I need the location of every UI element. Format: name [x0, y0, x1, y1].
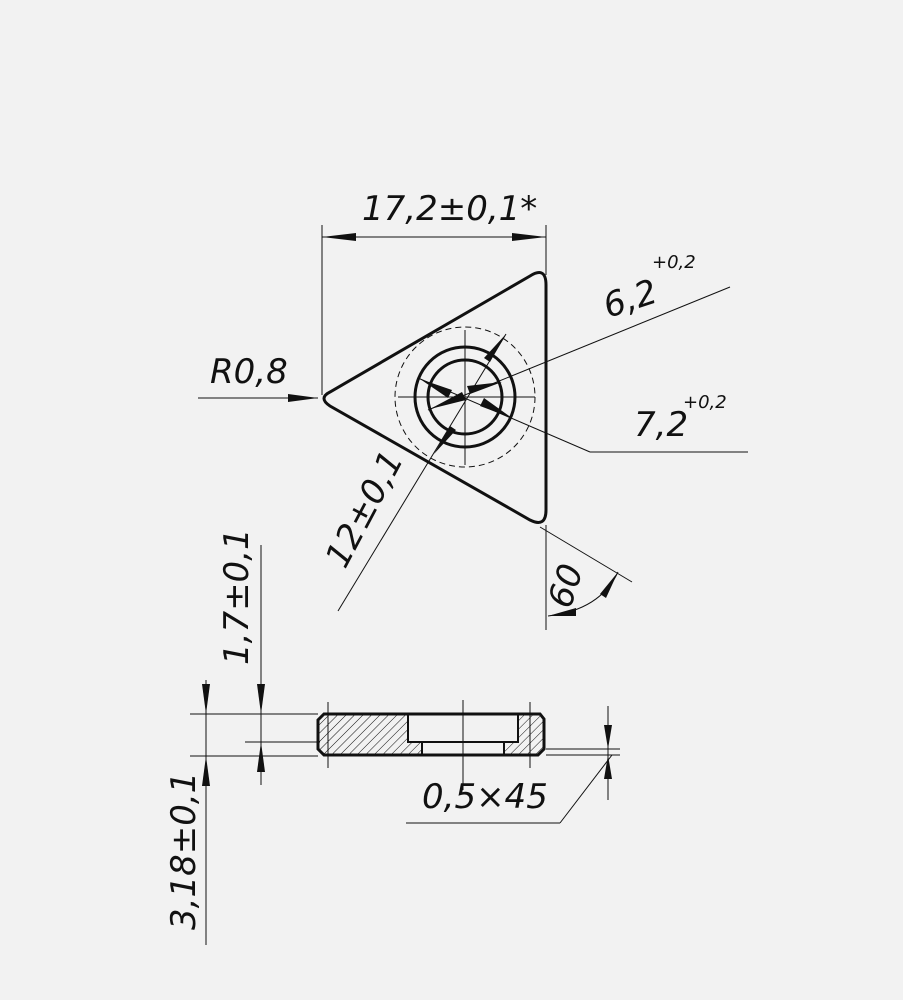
dim-chamfer: 0,5×45 — [406, 706, 620, 824]
thickness-label: 3,18±0,1 — [164, 772, 204, 930]
radius-label: R0,8 — [210, 352, 288, 392]
hatched-section-right — [503, 713, 545, 756]
dim-counterbore: 7,2 +0,2 — [417, 377, 748, 453]
angle-label: 60 — [541, 559, 592, 613]
section-view: 1,7±0,1 3,18±0,1 0,5×45 — [164, 528, 620, 945]
inscribed-label: 12±0,1 — [318, 444, 412, 574]
width-label: 17,2±0,1* — [362, 189, 537, 229]
chamfer-label: 0,5×45 — [422, 777, 548, 817]
dim-thickness: 3,18±0,1 — [164, 680, 210, 945]
dim-inscribed: 12±0,1 — [318, 333, 507, 612]
top-view: 17,2±0,1* R0,8 6,2 +0,2 7,2 +0,2 — [198, 189, 748, 630]
step-label: 1,7±0,1 — [217, 528, 257, 665]
counterbore-label: 7,2 — [634, 405, 688, 445]
dim-angle: 60 — [539, 525, 633, 630]
triangle-outline — [322, 271, 548, 524]
hole-tol: +0,2 — [652, 252, 696, 273]
dim-width: 17,2±0,1* — [321, 189, 547, 395]
counterbore-tol: +0,2 — [683, 392, 727, 413]
hatched-section-left — [317, 713, 423, 756]
dim-radius: R0,8 — [198, 352, 318, 402]
dim-hole: 6,2 +0,2 — [427, 252, 731, 411]
dim-step: 1,7±0,1 — [190, 528, 320, 785]
section-outline — [316, 712, 546, 757]
